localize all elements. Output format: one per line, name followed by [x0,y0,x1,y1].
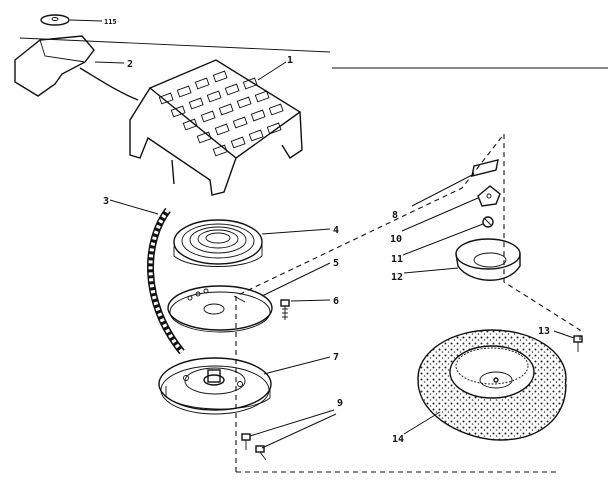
callout-7: 7 [333,352,339,363]
part-13-screw [553,330,583,352]
callout-3: 3 [103,196,109,207]
part-2-handle [14,35,139,101]
part-9-screws [241,409,337,461]
part-4-spring [173,219,331,267]
callout-labels: 115 1 2 3 4 5 6 7 8 9 10 11 12 13 14 [103,18,550,445]
callout-5: 5 [333,258,339,269]
callout-4: 4 [333,225,339,236]
part-12-cup [403,238,521,281]
callout-2: 2 [127,59,133,70]
callout-9: 9 [337,398,343,409]
part-11-screw [402,216,494,256]
callout-10: 10 [390,234,402,245]
callout-11: 11 [391,254,403,265]
callout-115: 115 [104,18,117,26]
part-6-screw [280,299,331,320]
part-14-screen [403,329,567,441]
part-7-pulley [158,356,331,415]
part-8-pawl [411,159,499,207]
callout-1: 1 [287,55,293,66]
dashed-group-outline [235,132,581,473]
part-1-housing [129,59,303,196]
part-115-decal [40,14,103,26]
part-5-retainer-plate [167,262,331,333]
callout-14: 14 [392,434,404,445]
callout-12: 12 [391,272,403,283]
background-lines [19,37,608,69]
callout-6: 6 [333,296,339,307]
part-3-rope [109,199,185,355]
part-10-pawl-spring [401,185,501,232]
callout-8: 8 [392,210,398,221]
callout-13: 13 [538,326,550,337]
